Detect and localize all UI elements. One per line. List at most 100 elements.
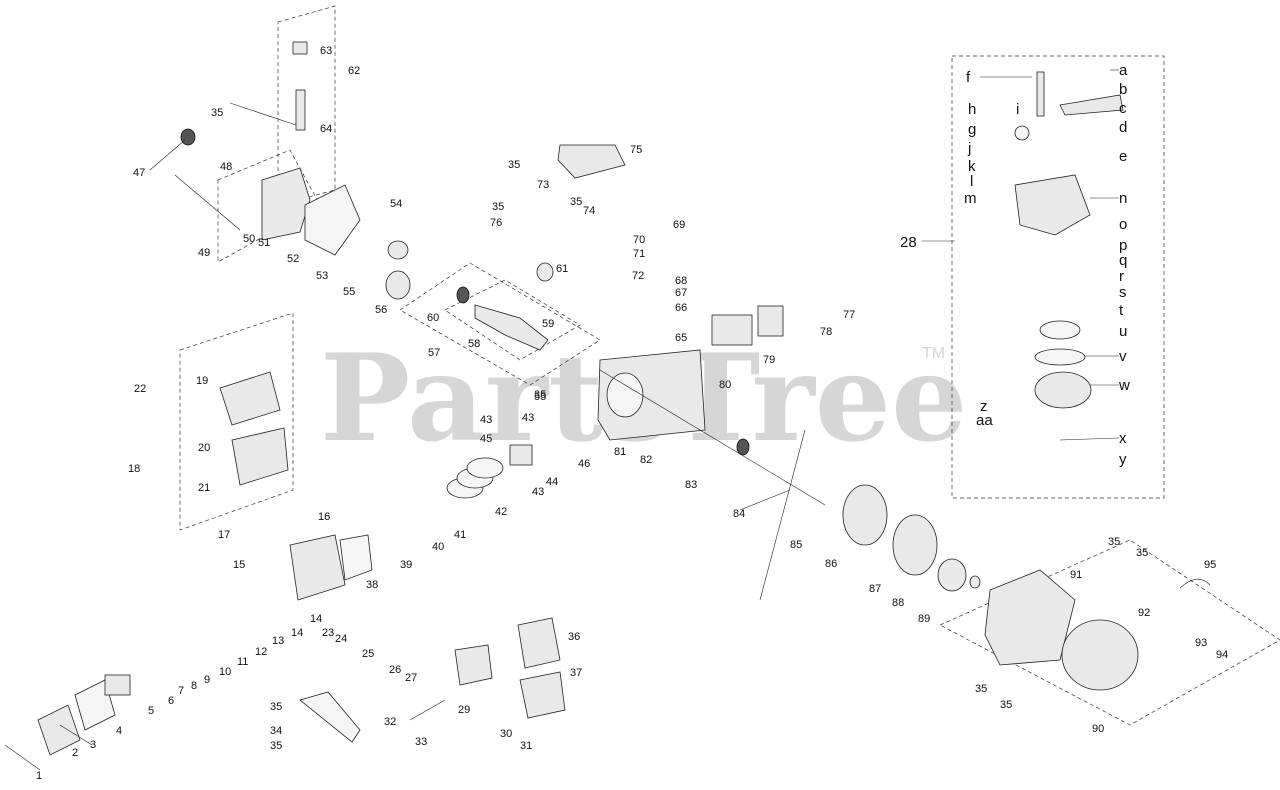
carb-letter-label: x — [1119, 430, 1127, 447]
callout-label: 67 — [675, 287, 687, 299]
callout-label: 68 — [675, 275, 687, 287]
callout-label: 16 — [318, 511, 330, 523]
callout-label: 85 — [790, 539, 802, 551]
callout-label: 92 — [1138, 607, 1150, 619]
blower-housing-part — [984, 569, 1076, 666]
carb-letter-label: k — [968, 158, 976, 175]
camshaft-gear-61-part — [536, 262, 554, 282]
rocker-cover-73-part — [557, 144, 626, 179]
callout-label: 62 — [348, 65, 360, 77]
callout-label: 33 — [415, 736, 427, 748]
callout-label: 1 — [36, 770, 42, 782]
carb-letter-label: r — [1119, 268, 1124, 285]
carb-gasket-v-part — [1034, 348, 1086, 366]
carb-float-u-part — [1039, 320, 1081, 340]
callout-label: 55 — [343, 286, 355, 298]
rope-95-part — [1179, 578, 1211, 589]
callout-label: 23 — [322, 627, 334, 639]
carb-letter-label: c — [1119, 100, 1127, 117]
piston-44-part — [509, 444, 533, 466]
callout-label: 3 — [90, 739, 96, 751]
cylinder-bore-part — [606, 372, 644, 418]
starter-box-part — [757, 305, 784, 337]
piston-ring-3 — [466, 457, 504, 479]
callout-label: 35 — [270, 740, 282, 752]
callout-label: 72 — [632, 270, 644, 282]
carb-disc-g-part — [1014, 125, 1030, 141]
callout-label: 80 — [719, 379, 731, 391]
muffler-30-part — [519, 671, 566, 719]
callout-label: 46 — [578, 458, 590, 470]
callout-label: 70 — [633, 234, 645, 246]
callout-label: 43 — [522, 412, 534, 424]
carb-letter-label: i — [1016, 101, 1019, 118]
oil-seal-47-part — [180, 128, 196, 146]
callout-label: 42 — [495, 506, 507, 518]
callout-label: 35 — [1136, 547, 1148, 559]
carburetor-28-part — [454, 644, 493, 686]
carb-letter-label: z — [980, 398, 988, 415]
callout-label: 31 — [520, 740, 532, 752]
callout-label: 35 — [1108, 536, 1120, 548]
assembly-box-58 — [444, 279, 581, 361]
callout-label: 65 — [675, 332, 687, 344]
air-cleaner-base-2-part — [37, 704, 81, 756]
carb-letter-label: w — [1118, 377, 1130, 394]
carb-letter-label: h — [968, 101, 976, 118]
carb-letter-label: q — [1119, 252, 1127, 269]
callout-label: 82 — [640, 454, 652, 466]
callout-label: 38 — [366, 579, 378, 591]
starter-motor-part — [711, 314, 753, 346]
callout-label: 35 — [211, 107, 223, 119]
carb-letter-label: l — [970, 173, 973, 190]
callout-label: 88 — [892, 597, 904, 609]
carb-letter-label: y — [1119, 451, 1127, 468]
carb-letter-label: u — [1119, 323, 1127, 340]
callout-label: 28 — [900, 234, 917, 251]
callout-label: 66 — [675, 302, 687, 314]
callout-label: 15 — [233, 559, 245, 571]
callout-label: 77 — [843, 309, 855, 321]
callout-label: 10 — [219, 666, 231, 678]
callout-label: 44 — [546, 476, 558, 488]
carb-letter-label: aa — [976, 412, 993, 429]
callout-label: 35 — [570, 196, 582, 208]
callout-label: 37 — [570, 667, 582, 679]
callouts-carburetor: a b c d e f g h i j k l m n o p q r s t … — [964, 62, 1130, 468]
callout-label: 32 — [384, 716, 396, 728]
callout-label: 89 — [918, 613, 930, 625]
seal-83-part — [736, 438, 750, 456]
callout-label: 35 — [1000, 699, 1012, 711]
watermark-trademark: TM — [922, 345, 945, 362]
callout-label: 40 — [432, 541, 444, 553]
carb-letter-label: m — [964, 190, 977, 207]
callout-label: 93 — [1195, 637, 1207, 649]
callout-label: 22 — [134, 383, 146, 395]
callout-label: 76 — [490, 217, 502, 229]
oil-cap-part — [292, 41, 308, 55]
carb-letter-label: p — [1119, 237, 1127, 254]
callout-label: 6 — [168, 695, 174, 707]
callout-label: 55 — [534, 391, 546, 403]
callout-label: 7 — [178, 685, 184, 697]
fan-87-part — [892, 514, 938, 576]
callout-label: 11 — [237, 656, 248, 668]
assembly-box-57 — [399, 262, 601, 386]
callout-label: 79 — [763, 354, 775, 366]
carb-letter-label: o — [1119, 216, 1127, 233]
callout-label: 74 — [583, 205, 595, 217]
carb-shaft-f-part — [1036, 71, 1045, 117]
linkage-32-part — [409, 699, 446, 721]
carb-letter-label: n — [1119, 190, 1127, 207]
callout-label: 75 — [630, 144, 642, 156]
carb-letter-label: e — [1119, 148, 1127, 165]
callout-label: 71 — [633, 248, 645, 260]
callout-label: 86 — [825, 558, 837, 570]
callout-label: 5 — [148, 705, 154, 717]
callout-label: 87 — [869, 583, 881, 595]
linkage-84-part — [759, 429, 806, 601]
callout-label: 35 — [534, 389, 546, 401]
callout-label: 4 — [116, 725, 122, 737]
callout-label: 19 — [196, 375, 208, 387]
